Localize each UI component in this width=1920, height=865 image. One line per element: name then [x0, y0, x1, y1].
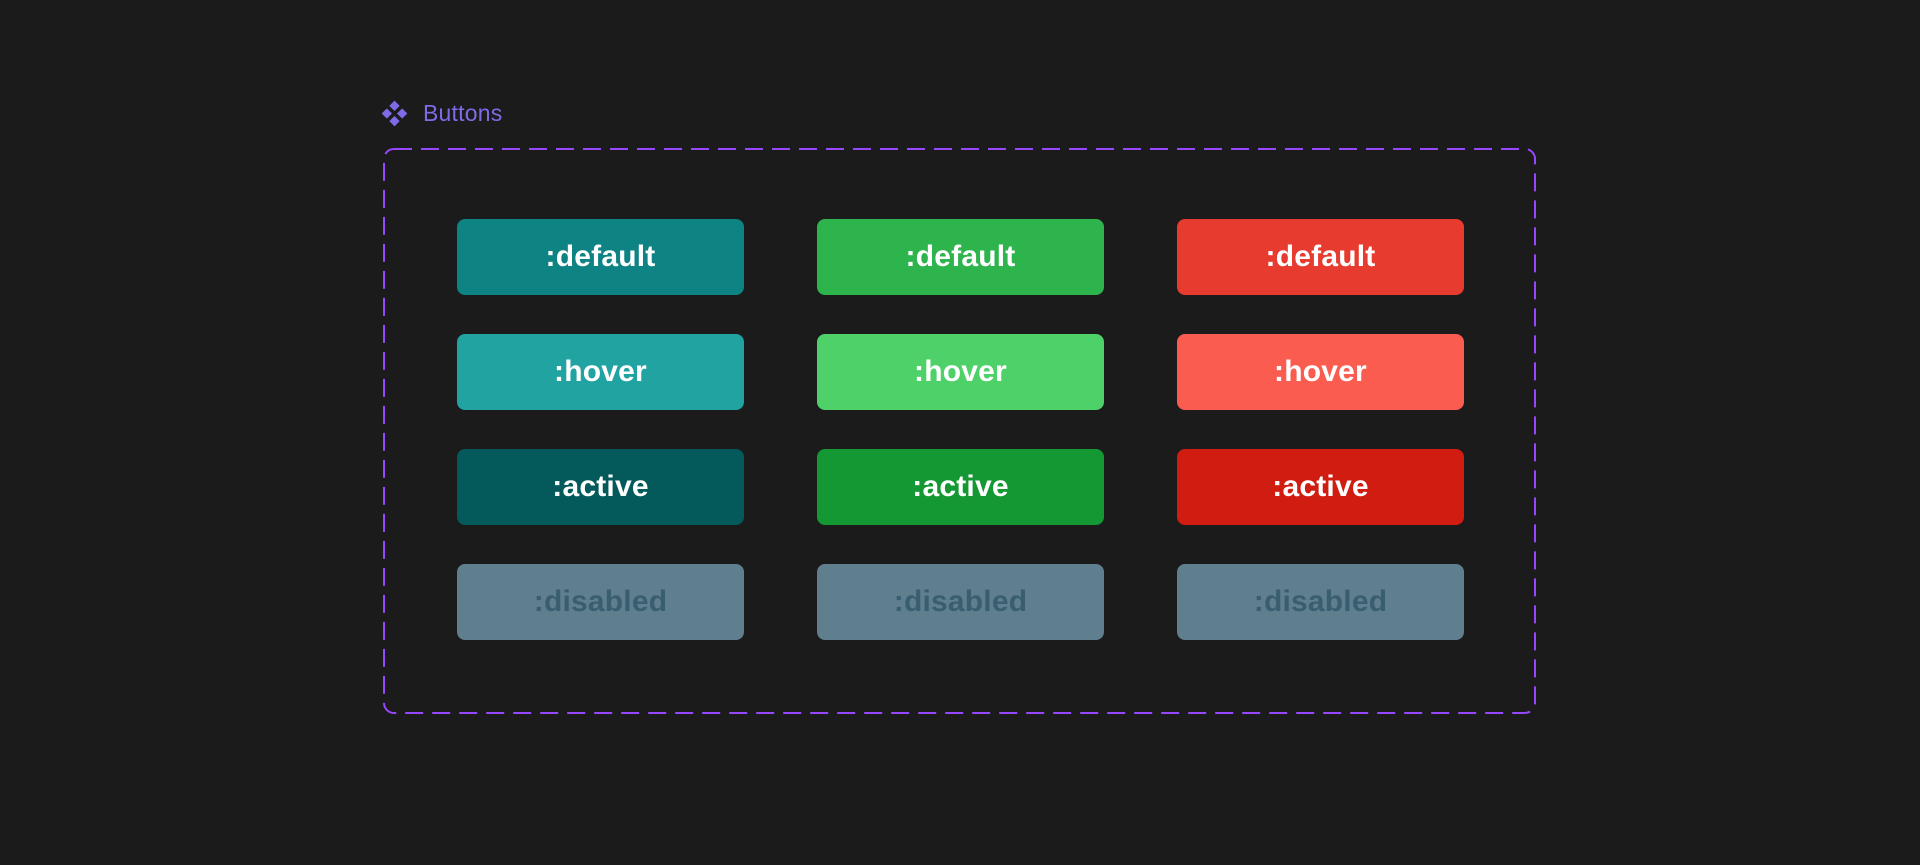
component-label[interactable]: Buttons [381, 99, 502, 127]
button-teal-active[interactable]: :active [457, 449, 744, 525]
button-green-disabled[interactable]: :disabled [817, 564, 1104, 640]
button-green-active[interactable]: :active [817, 449, 1104, 525]
button-red-hover[interactable]: :hover [1177, 334, 1464, 410]
component-label-text[interactable]: Buttons [423, 100, 503, 126]
component-diamonds-icon [381, 100, 408, 127]
button-teal-hover[interactable]: :hover [457, 334, 744, 410]
component-frame: :default :default :default :hover :hover :hov… [383, 148, 1536, 714]
button-grid: :default :default :default :hover :hover :hov… [457, 219, 1464, 640]
button-green-hover[interactable]: :hover [817, 334, 1104, 410]
button-red-disabled[interactable]: :disabled [1177, 564, 1464, 640]
button-green-default[interactable]: :default [817, 219, 1104, 295]
button-red-default[interactable]: :default [1177, 219, 1464, 295]
dashed-frame-border [383, 148, 1536, 714]
button-teal-default[interactable]: :default [457, 219, 744, 295]
button-red-active[interactable]: :active [1177, 449, 1464, 525]
button-teal-disabled[interactable]: :disabled [457, 564, 744, 640]
